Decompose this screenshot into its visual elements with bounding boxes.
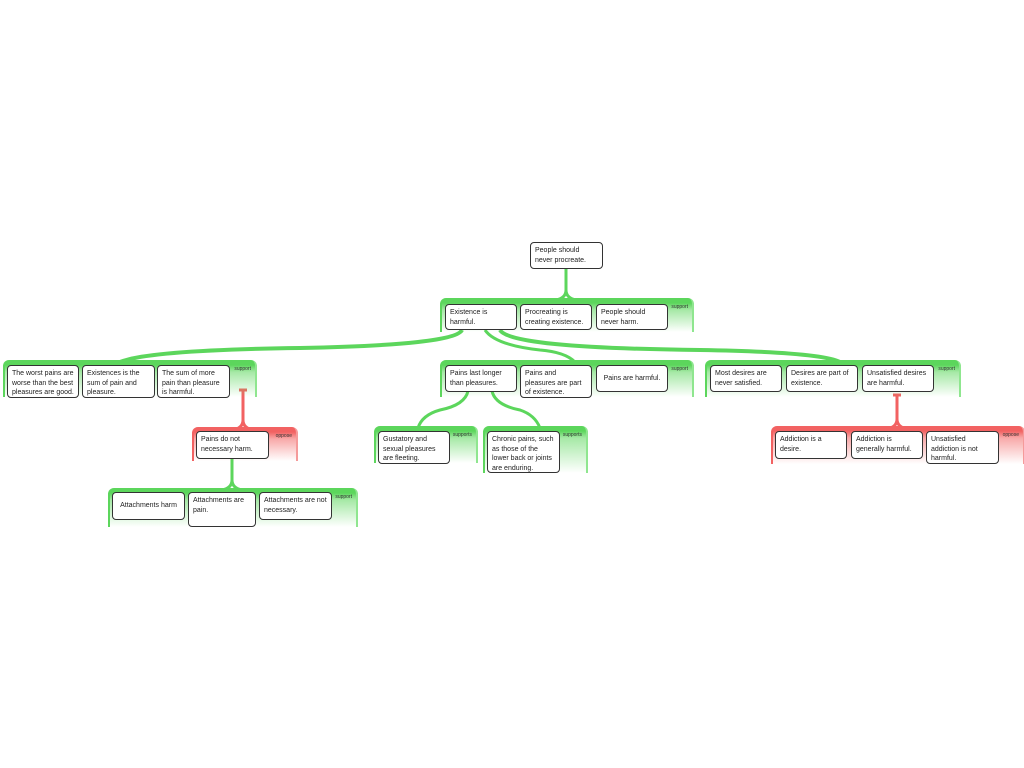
link-existence-g2 <box>119 328 464 364</box>
claim-box[interactable]: Addiction is a desire. <box>775 431 847 459</box>
link-existence-g3 <box>483 329 577 364</box>
group-label: support <box>938 366 955 372</box>
claim-box[interactable]: Desires are part of existence. <box>786 365 858 392</box>
group-label: supports <box>562 432 582 438</box>
claim-box[interactable]: The sum of more pain than pleasure is ha… <box>157 365 230 398</box>
claim-box[interactable]: Chronic pains, such as those of the lowe… <box>487 431 560 473</box>
claim-box[interactable]: Procreating is creating existence. <box>520 304 592 330</box>
link-g4-o2 <box>886 393 908 431</box>
claim-box[interactable]: Most desires are never satisfied. <box>710 365 782 392</box>
claim-box[interactable]: Gustatory and sexual pleasures are fleet… <box>378 431 450 464</box>
claim-box[interactable]: Addiction is generally harmful. <box>851 431 923 459</box>
claim-box[interactable]: The worst pains are worse than the best … <box>7 365 79 398</box>
claim-box[interactable]: Unsatisfied desires are harmful. <box>862 365 934 392</box>
claim-box[interactable]: Unsatisfied addiction is not harmful. <box>926 431 999 464</box>
link-pains-g6 <box>416 390 470 429</box>
group-label: oppose <box>275 433 292 439</box>
claim-box[interactable]: Attachments harm <box>112 492 185 520</box>
group-label: support <box>234 366 251 372</box>
claim-box[interactable]: Attachments are not necessary. <box>259 492 332 520</box>
link-root-g1 <box>555 268 577 302</box>
claim-box[interactable]: Pains are harmful. <box>596 365 668 392</box>
group-label: oppose <box>1002 432 1019 438</box>
group-label: support <box>335 494 352 500</box>
link-o1-g5 <box>221 458 243 492</box>
claim-box[interactable]: People should never harm. <box>596 304 668 330</box>
group-label: support <box>671 366 688 372</box>
claim-box[interactable]: Pains last longer than pleasures. <box>445 365 517 392</box>
link-existence-g4 <box>498 328 841 364</box>
group-label: support <box>671 304 688 310</box>
claim-box[interactable]: Attachments are pain. <box>188 492 256 527</box>
claim-box[interactable]: Pains and pleasures are part of existenc… <box>520 365 592 398</box>
claim-box[interactable]: Existence is harmful. <box>445 304 517 330</box>
claim-box[interactable]: Pains do not necessary harm. <box>196 431 269 459</box>
group-label: supports <box>452 432 472 438</box>
claim-root[interactable]: People should never procreate. <box>530 242 603 269</box>
claim-box[interactable]: Existences is the sum of pain and pleasu… <box>82 365 155 398</box>
link-pains-g7 <box>490 390 542 429</box>
